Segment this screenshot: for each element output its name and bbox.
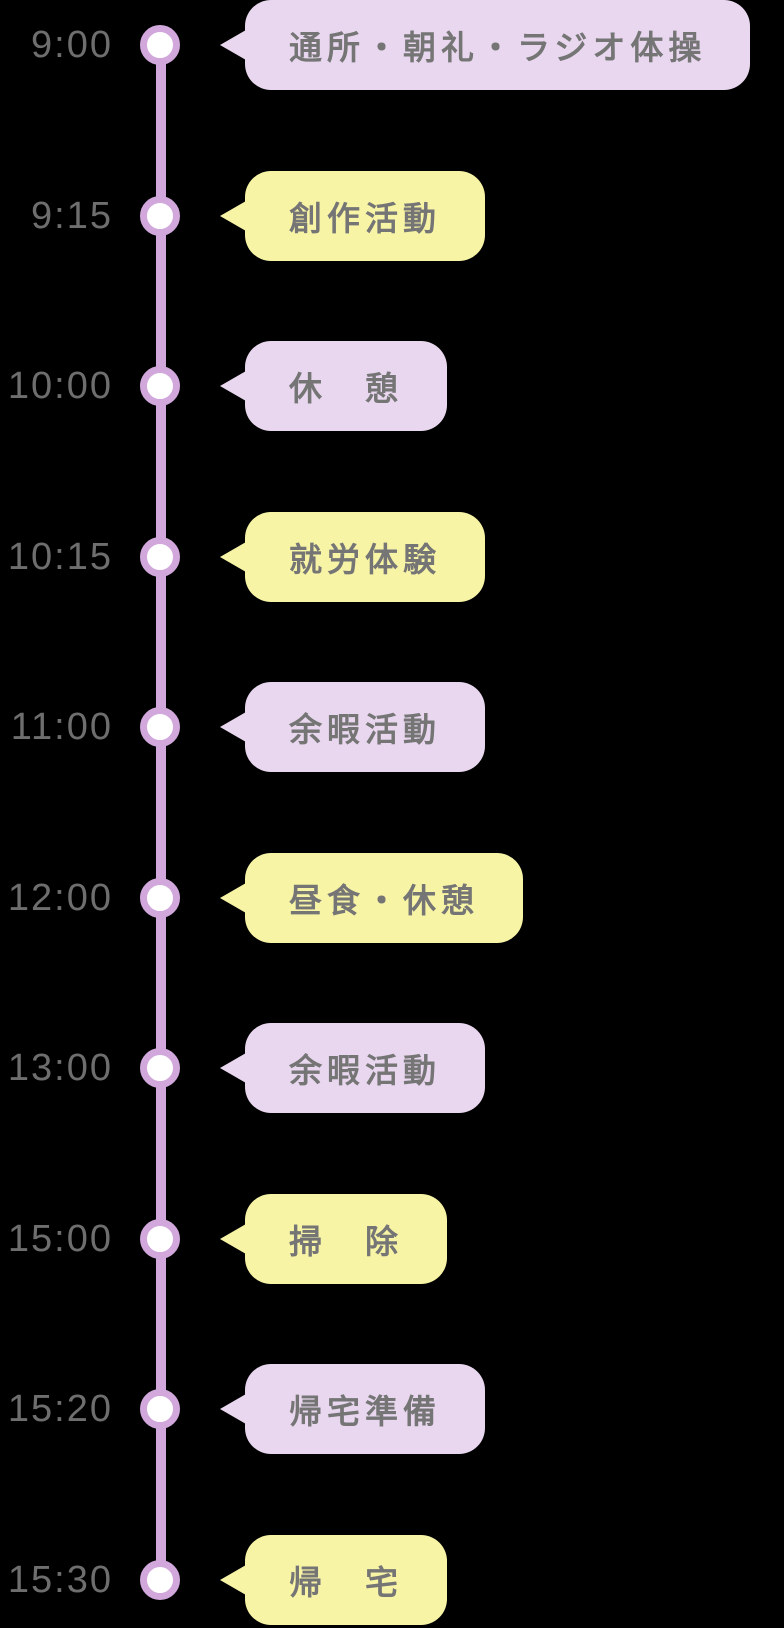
activity-label: 掃 除 [289,1222,403,1260]
timeline-node-icon [140,1389,180,1430]
activity-label: 就労体験 [289,540,441,578]
timeline-node-icon [140,366,180,407]
activity-bubble: 休 憩 [245,341,447,432]
timeline-row: 15:30 帰 宅 [0,1535,784,1625]
activity-bubble: 昼食・休憩 [245,852,523,943]
activity-label: 帰宅準備 [289,1393,441,1431]
timeline-row: 10:15 就労体験 [0,511,784,602]
activity-label: 創作活動 [289,199,441,237]
time-label: 13:00 [7,1047,113,1090]
activity-bubble: 就労体験 [245,511,485,602]
time-label: 10:00 [7,365,113,408]
timeline-vertical-line [156,45,166,1580]
time-label: 10:15 [7,535,113,578]
time-label: 15:20 [7,1388,113,1431]
time-label: 15:30 [7,1559,113,1601]
activity-label: 帰 宅 [289,1564,403,1601]
timeline-row: 12:00 昼食・休憩 [0,852,784,943]
timeline-node-icon [140,707,180,748]
activity-label: 休 憩 [289,370,403,408]
activity-bubble: 通所・朝礼・ラジオ体操 [245,0,751,90]
timeline-node-icon [140,1218,180,1259]
time-label: 9:15 [31,194,113,237]
activity-label: 昼食・休憩 [289,881,479,919]
timeline-row: 15:20 帰宅準備 [0,1364,784,1455]
timeline-node-icon [140,1560,180,1600]
activity-bubble: 帰 宅 [245,1535,447,1625]
timeline-node-icon [140,536,180,577]
timeline-row: 13:00 余暇活動 [0,1023,784,1114]
activity-bubble: 掃 除 [245,1193,447,1284]
activity-bubble: 余暇活動 [245,682,485,773]
activity-label: 余暇活動 [289,711,441,749]
activity-label: 通所・朝礼・ラジオ体操 [289,29,707,66]
timeline-row: 9:15 創作活動 [0,170,784,261]
timeline-node-icon [140,25,180,65]
timeline-node-icon [140,877,180,918]
activity-bubble: 創作活動 [245,170,485,261]
activity-bubble: 余暇活動 [245,1023,485,1114]
activity-label: 余暇活動 [289,1052,441,1090]
time-label: 9:00 [31,24,113,66]
time-label: 11:00 [10,706,113,749]
timeline-row: 15:00 掃 除 [0,1193,784,1284]
timeline-row: 9:00 通所・朝礼・ラジオ体操 [0,0,784,90]
timeline-node-icon [140,195,180,236]
timeline-row: 10:00 休 憩 [0,341,784,432]
timeline-row: 11:00 余暇活動 [0,682,784,773]
activity-bubble: 帰宅準備 [245,1364,485,1455]
time-label: 12:00 [7,876,113,919]
time-label: 15:00 [7,1217,113,1260]
timeline-node-icon [140,1048,180,1089]
